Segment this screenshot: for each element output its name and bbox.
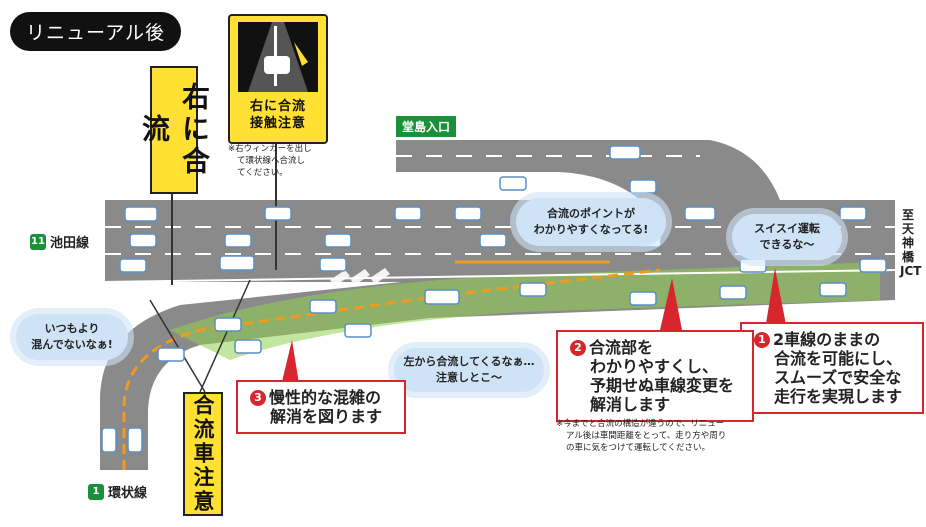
warning-note: ※右ウィンカーを出し て環状線へ合流し てください。	[228, 143, 338, 179]
contact-caution-sign: 右に合流 接触注意	[228, 14, 328, 144]
ikeda-line-label: 11 池田線	[30, 232, 89, 251]
route-11-icon: 11	[30, 234, 46, 250]
merging-car-icon	[238, 22, 318, 92]
route-1-icon: 1	[88, 484, 104, 500]
kanjo-line-label: 1 環状線	[88, 482, 147, 501]
bubble-less-crowded: いつもより 混んでないなぁ!	[16, 314, 128, 360]
destination-label: 至天神橋JCT	[900, 208, 916, 278]
dojima-ramp	[396, 140, 780, 200]
warning-line2: 接触注意	[230, 115, 326, 132]
number-3-icon: 3	[250, 390, 266, 406]
bubble-left-merge: 左から合流してくるなぁ… 注意しとこ〜	[394, 348, 544, 392]
dojima-entrance-label: 堂島入口	[396, 116, 456, 137]
bubble-smooth-driving: スイスイ運転 できるな〜	[732, 214, 842, 260]
bubble-merge-point: 合流のポイントが わかりやすくなってる!	[516, 198, 666, 246]
merging-car-caution-sign: 合流車注意	[183, 392, 223, 516]
number-2-icon: 2	[570, 340, 586, 356]
number-1-icon: 1	[754, 332, 770, 348]
warning-line1: 右に合流	[230, 98, 326, 115]
merge-right-sign: 右に合流	[150, 66, 198, 194]
renewal-after-tag: リニューアル後	[10, 12, 181, 51]
footnote: ※今までと合流の構造が違うので、リニュー アル後は車間距離をとって、走り方や周り…	[556, 418, 746, 454]
